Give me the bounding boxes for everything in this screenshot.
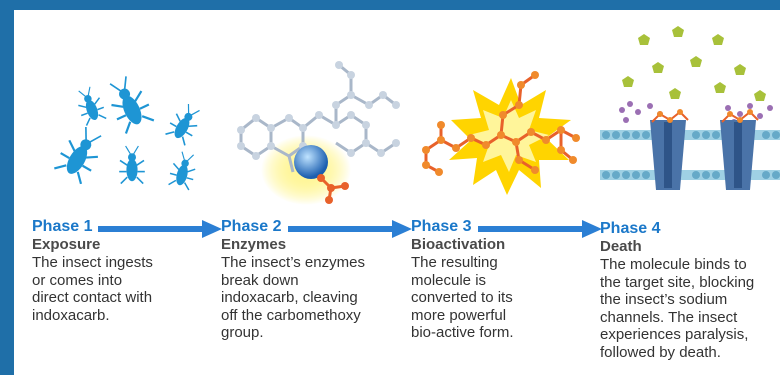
phase-3-description: The resulting molecule is converted to i… — [411, 254, 514, 341]
phase-3: Phase 3 Bioactivation The resulting mole… — [411, 10, 602, 375]
arrow-1-to-2 — [98, 220, 222, 238]
arrow-3-to-4 — [478, 220, 602, 238]
enzyme-molecule-icon — [237, 61, 400, 205]
phase-2-description: The insect’s enzymes break down indoxaca… — [221, 254, 365, 341]
arrow-2-to-3 — [288, 220, 412, 238]
phase-3-title: Bioactivation — [411, 236, 506, 253]
phase-4-heading: Phase 4 — [600, 220, 661, 237]
phase-3-heading: Phase 3 — [411, 218, 472, 235]
phase-2-heading: Phase 2 — [221, 218, 282, 235]
phase-1: Phase 1 Exposure The insect ingests or c… — [32, 10, 222, 375]
phase-2-title: Enzymes — [221, 236, 287, 253]
phase-4-title: Death — [600, 238, 642, 255]
phases-panel: Phase 1 Exposure The insect ingests or c… — [14, 10, 780, 375]
phase-4: Phase 4 Death The molecule binds to the … — [600, 10, 780, 375]
phase-1-title: Exposure — [32, 236, 101, 253]
bioactive-molecule-icon — [422, 71, 580, 195]
insects-icon — [51, 71, 206, 192]
phase-1-description: The insect ingests or comes into direct … — [32, 254, 153, 324]
phase-2: Phase 2 Enzymes The insect’s enzymes bre… — [221, 10, 412, 375]
phase-4-description: The molecule binds to the target site, b… — [600, 256, 755, 361]
sodium-channel-icon — [600, 26, 780, 190]
phase-1-heading: Phase 1 — [32, 218, 93, 235]
